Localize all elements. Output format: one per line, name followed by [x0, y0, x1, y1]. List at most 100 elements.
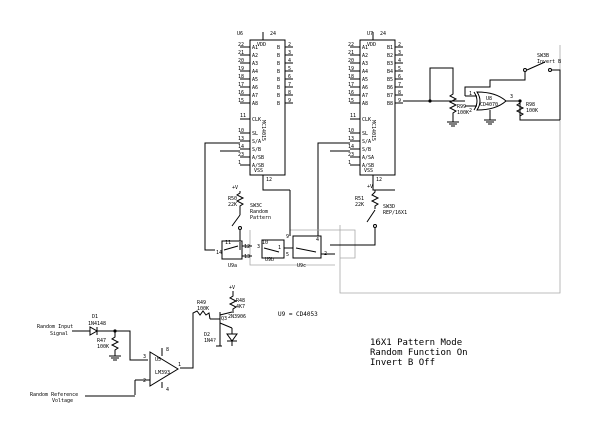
u6-input-label: A7: [252, 93, 258, 99]
sw3d-switch: SW3D REP/16X1: [366, 204, 407, 233]
u5-comparator: U5 LM393 3 2 1 8 4: [134, 347, 181, 395]
u6-ctrl-label: SL: [252, 131, 258, 137]
d2-part: 1N4?: [204, 338, 216, 344]
d1-ref: D1: [92, 314, 98, 320]
u7-ctrl-label: S/B: [362, 147, 371, 153]
u7-ctrl-label: S/A: [362, 139, 371, 145]
svg-text:10: 10: [262, 240, 268, 246]
u6-input-label: A5: [252, 77, 258, 83]
u6-pin-num: 15: [238, 98, 244, 104]
u6-output-label: B: [277, 85, 280, 91]
mode-caption-line3: Invert B Off: [370, 358, 435, 368]
sw3d-ref: SW3D: [383, 204, 395, 210]
u7-pin-num: 10: [348, 128, 354, 134]
u6-pin-num: 16: [238, 90, 244, 96]
u6-input-label: A2: [252, 53, 258, 59]
d2-ref: D2: [204, 332, 210, 338]
u7-input-label: A2: [362, 53, 368, 59]
u6-pin-num: 8: [288, 90, 291, 96]
u6-pin-num: 10: [238, 128, 244, 134]
u6-input-label: A4: [252, 69, 258, 75]
u6-ctrl-label: A/SB: [252, 163, 264, 169]
u8-part: CD4070: [480, 102, 498, 108]
u7-vss-pin: 12: [376, 177, 382, 183]
r48-value: 4K7: [236, 304, 245, 310]
svg-text:3: 3: [510, 94, 513, 100]
u9a-body: [221, 240, 243, 260]
random-reference-line2: Voltage: [52, 398, 73, 404]
u6-clk-pin: 11: [240, 113, 246, 119]
r48-ref: R48: [236, 298, 245, 304]
u7-output-label: B4: [387, 69, 393, 75]
u6-output-label: B: [277, 69, 280, 75]
u7-output-label: B3: [387, 61, 393, 67]
svg-text:1: 1: [178, 362, 181, 368]
u6-pin-num: 2: [288, 42, 291, 48]
vplus-3: +V: [229, 285, 235, 291]
d1-part: 1N4148: [88, 321, 106, 327]
u7-pin-num: 15: [348, 98, 354, 104]
u6-pin-num: 7: [288, 82, 291, 88]
svg-text:1: 1: [278, 245, 281, 251]
frame-wire-u9: [249, 230, 335, 266]
u9c-body: [292, 235, 322, 259]
sw3b-label: Invert B: [537, 59, 561, 65]
u7-output-label: B6: [387, 85, 393, 91]
frame-wire-right: [339, 45, 561, 294]
u9a-switch: 11 12 13 14 U9a: [216, 240, 252, 269]
sw3b-switch: SW3B Invert B: [523, 53, 561, 120]
u7-input-label: A3: [362, 61, 368, 67]
u6-pin-num: 18: [238, 74, 244, 80]
u6-pin-num: 20: [238, 58, 244, 64]
u7-pin-num: 18: [348, 74, 354, 80]
u6-vdd-pin: 24: [270, 31, 276, 37]
u7-pin-num: 20: [348, 58, 354, 64]
u7-part: MC14015: [370, 120, 376, 141]
d2-diode: D2 1N4?: [204, 328, 238, 346]
svg-text:1: 1: [469, 91, 472, 97]
r51-ref: R51: [355, 196, 364, 202]
u9-note: U9 = CD4053: [278, 311, 318, 318]
svg-text:3: 3: [257, 244, 260, 250]
q3-transistor: Q3 2N3906: [210, 311, 246, 329]
u6-pin-num: 9: [288, 98, 291, 104]
u7-vdd: VDD: [367, 42, 376, 48]
svg-text:9: 9: [286, 234, 289, 240]
svg-text:12: 12: [244, 244, 250, 250]
u7-input-label: A4: [362, 69, 368, 75]
u6-output-label: B: [277, 61, 280, 67]
u6-body: [249, 39, 286, 176]
u7-vdd-pin: 24: [380, 31, 386, 37]
u7-pin-num: 17: [348, 82, 354, 88]
u6-pin-num: 23: [238, 152, 244, 158]
u7-vss: VSS: [364, 168, 373, 174]
u7-pin-num: 5: [398, 66, 401, 72]
r98-ref: R98: [526, 102, 535, 108]
u6-ctrl-label: A/SB: [252, 155, 264, 161]
random-input-line1: Random Input: [37, 324, 73, 330]
u8-xor-gate: U8 CD4070 1 2 3: [464, 72, 560, 121]
sw3c-ref: SW3C: [250, 203, 262, 209]
u9c-switch: 9 4 2 U9c: [286, 234, 335, 269]
u9b-body: [261, 239, 285, 259]
u6-clk: CLK: [252, 117, 261, 123]
u7-pin-num: 7: [398, 82, 401, 88]
r50-value: 22K: [228, 202, 237, 208]
sw3d-label: REP/16X1: [383, 210, 407, 216]
u7-output-label: B2: [387, 53, 393, 59]
u6-output-label: B: [277, 101, 280, 107]
u7-ctrl-label: SL: [362, 131, 368, 137]
sw3c-label: Random: [250, 209, 268, 215]
u6-pin-num: 13: [238, 136, 244, 142]
svg-text:14: 14: [216, 250, 222, 256]
r49-ref: R49: [197, 300, 206, 306]
u6-pin-num: 22: [238, 42, 244, 48]
u6-input-label: A3: [252, 61, 258, 67]
svg-text:13: 13: [244, 254, 250, 260]
u6-pin-num: 21: [238, 50, 244, 56]
u7-pin-num: 9: [398, 98, 401, 104]
r98-resistor: R98 100K: [515, 101, 538, 120]
vplus-2: +V: [367, 184, 373, 190]
